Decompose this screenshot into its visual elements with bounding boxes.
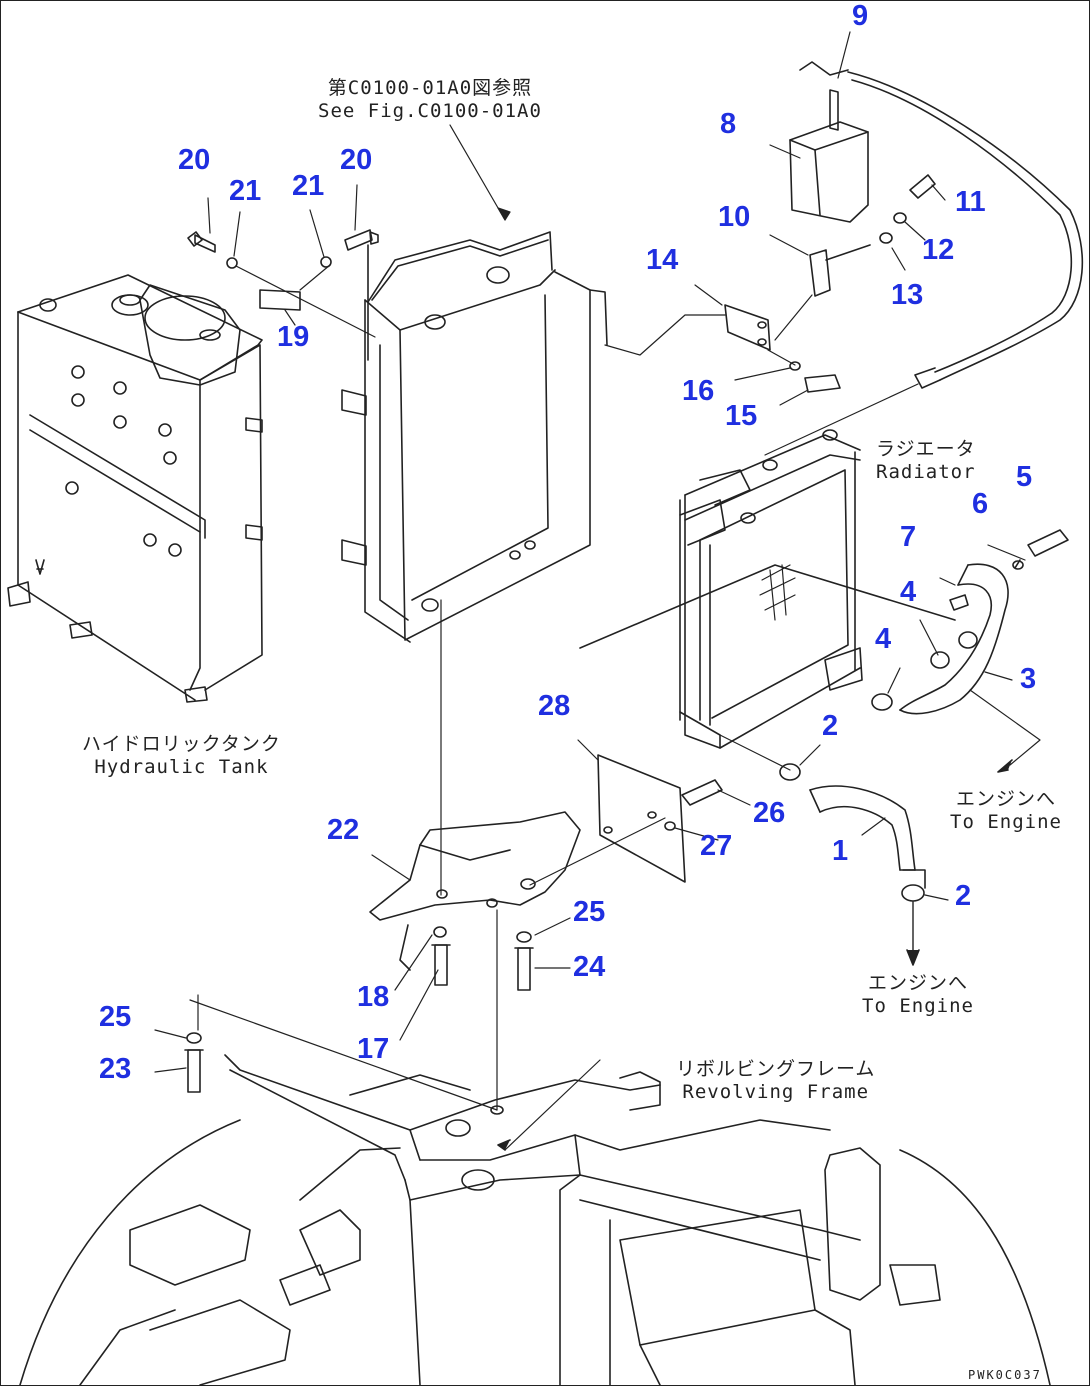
to-engine-upper-en: To Engine [950, 811, 1062, 833]
part-label-18: 18 [357, 981, 390, 1013]
part-label-17: 17 [357, 1033, 390, 1065]
radiator-shroud-drawing [341, 231, 608, 643]
radiator-drawing [579, 429, 956, 749]
part-label-1: 1 [832, 835, 849, 867]
see-figure-en: See Fig.C0100-01A0 [318, 100, 542, 122]
part-label-25-upper: 25 [573, 896, 606, 928]
revolving-frame-note: リボルビングフレーム Revolving Frame [676, 1058, 875, 1104]
part-label-13: 13 [891, 279, 924, 311]
part-label-22: 22 [327, 814, 360, 846]
revolving-frame-jp: リボルビングフレーム [676, 1058, 876, 1080]
to-engine-lower-en: To Engine [862, 995, 974, 1017]
hydraulic-tank-drawing [7, 274, 263, 703]
to-engine-note-upper: エンジンへ To Engine [950, 788, 1062, 834]
leader-lines [154, 31, 1026, 1073]
part-label-6: 6 [972, 488, 989, 520]
part-label-5: 5 [1016, 461, 1033, 493]
part-label-27: 27 [700, 830, 733, 862]
radiator-en: Radiator [876, 461, 976, 483]
part-label-2-lower: 2 [955, 880, 972, 912]
part-label-26: 26 [753, 797, 786, 829]
part-label-20-left: 20 [178, 144, 211, 176]
tank-bracket-drawing [604, 174, 936, 393]
radiator-note: ラジエータ Radiator [876, 438, 976, 484]
hydraulic-tank-en: Hydraulic Tank [94, 756, 269, 778]
part-label-2-upper: 2 [822, 710, 839, 742]
support-bracket-drawing [184, 599, 723, 1111]
to-engine-upper-jp: エンジンへ [955, 788, 1056, 810]
part-label-8: 8 [720, 108, 737, 140]
part-label-12: 12 [922, 234, 955, 266]
to-engine-lower-jp: エンジンへ [867, 972, 968, 994]
part-label-9: 9 [852, 0, 869, 32]
part-label-28: 28 [538, 690, 571, 722]
part-label-7: 7 [900, 521, 917, 553]
see-figure-jp: 第C0100-01A0図参照 [327, 77, 533, 99]
mount-bracket-drawing [187, 229, 379, 338]
part-label-4-upper: 4 [900, 576, 917, 608]
hydraulic-tank-note: ハイドロリックタンク Hydraulic Tank [82, 733, 281, 779]
part-label-25-lower: 25 [99, 1001, 132, 1033]
part-label-16: 16 [682, 375, 715, 407]
part-label-3: 3 [1020, 663, 1037, 695]
part-label-23: 23 [99, 1053, 132, 1085]
radiator-hoses-drawing [719, 529, 1069, 966]
part-label-24: 24 [573, 951, 606, 983]
part-label-4-lower: 4 [875, 623, 892, 655]
part-label-19: 19 [277, 321, 310, 353]
part-label-11: 11 [955, 186, 986, 218]
drawing-code: PWK0C037 [968, 1368, 1042, 1382]
part-label-20-right: 20 [340, 144, 373, 176]
revolving-frame-en: Revolving Frame [682, 1081, 870, 1103]
part-label-21-left: 21 [229, 175, 262, 207]
hydraulic-tank-jp: ハイドロリックタンク [82, 733, 281, 755]
to-engine-note-lower: エンジンへ To Engine [862, 972, 974, 1018]
part-label-15: 15 [725, 400, 758, 432]
part-label-21-right: 21 [292, 170, 325, 202]
see-figure-note: 第C0100-01A0図参照 See Fig.C0100-01A0 [318, 77, 542, 123]
part-label-10: 10 [718, 201, 751, 233]
part-label-14: 14 [646, 244, 679, 276]
radiator-jp: ラジエータ [876, 438, 976, 460]
revolving-frame-drawing [19, 999, 1051, 1386]
